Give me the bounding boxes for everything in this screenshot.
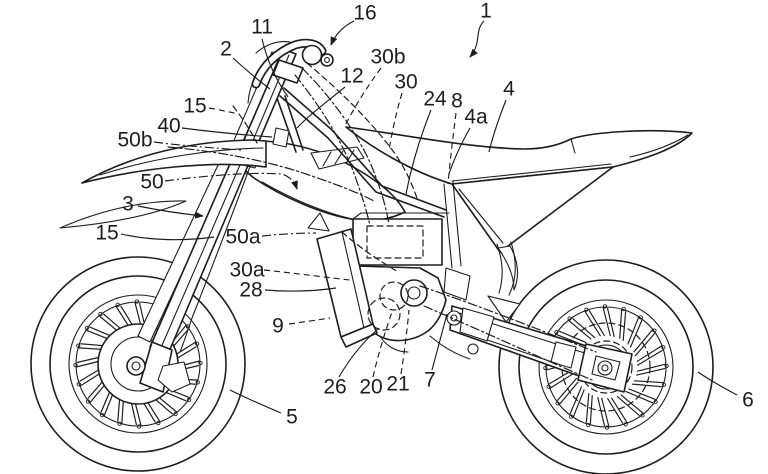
swingarm-pivot — [446, 310, 462, 326]
leader-16-1 — [330, 20, 355, 46]
leader-50a-17 — [261, 232, 317, 237]
front-sprocket — [400, 279, 428, 307]
leader-3-15 — [137, 205, 204, 219]
ref-label-4a-9: 4a — [464, 106, 488, 129]
leader-1-0 — [469, 20, 485, 58]
bodywork — [232, 126, 693, 291]
throttle-end — [320, 53, 334, 67]
leader-24-7 — [405, 109, 432, 195]
leader-lines — [120, 20, 738, 414]
grip-end — [301, 44, 323, 66]
leader-6-26 — [697, 371, 738, 396]
rear-brake-caliper — [550, 341, 577, 369]
leader-7-24 — [431, 313, 448, 371]
ref-label-16-1: 16 — [353, 2, 376, 25]
front-fender — [59, 139, 267, 229]
chain — [419, 285, 597, 381]
leader-20-22 — [372, 311, 393, 378]
ref-label-30-6: 30 — [394, 71, 417, 94]
ref-label-50a-17: 50a — [225, 226, 260, 249]
front-brake-caliper — [157, 361, 191, 393]
ref-label-2-3: 2 — [220, 38, 232, 61]
leader-2-3 — [232, 57, 271, 90]
leader-15-16 — [120, 233, 215, 241]
leader-21-23 — [400, 309, 410, 375]
ref-label-20-22: 20 — [359, 376, 382, 399]
handlebar — [251, 38, 334, 89]
ref-label-11-2: 11 — [251, 16, 273, 39]
brake-hose — [179, 163, 252, 353]
ref-label-21-23: 21 — [386, 373, 409, 396]
ref-label-26-21: 26 — [323, 376, 346, 399]
pivot-plate — [443, 267, 471, 301]
power-unit — [307, 212, 450, 348]
ref-label-15-16: 15 — [95, 222, 118, 245]
motor-unit — [355, 265, 495, 360]
ref-label-50b-13: 50b — [117, 129, 152, 152]
leader-4-10 — [488, 99, 507, 153]
leader-4a-9 — [448, 127, 471, 175]
ref-label-28-19: 28 — [239, 279, 262, 302]
ref-label-9-20: 9 — [272, 315, 284, 338]
ref-label-3-15: 3 — [122, 193, 134, 216]
ref-label-15-11: 15 — [183, 95, 206, 118]
ref-label-1-0: 1 — [480, 0, 492, 23]
leader-30b-5 — [345, 67, 382, 125]
front-fork — [126, 48, 304, 393]
conduits — [167, 62, 419, 273]
leader-11-2 — [261, 38, 289, 98]
case-bracket — [307, 212, 330, 232]
motor-hidden-circle — [379, 281, 409, 311]
fender-lower-blade — [59, 200, 187, 229]
ref-label-6-26: 6 — [742, 389, 754, 412]
ref-label-8-8: 8 — [451, 90, 463, 113]
side-panel — [451, 166, 614, 253]
ref-label-12-4: 12 — [340, 65, 363, 88]
fork-reflector — [272, 127, 290, 148]
rear-shock — [496, 243, 503, 294]
leader-30-6 — [388, 92, 403, 151]
seat-and-tail — [345, 126, 693, 185]
leader-5-25 — [229, 389, 282, 414]
brake-lever — [255, 41, 291, 54]
ref-label-7-24: 7 — [424, 369, 436, 392]
brake-pedal — [429, 335, 471, 360]
leader-30a-18 — [263, 269, 351, 281]
leader-26-21 — [338, 327, 380, 378]
ref-label-4-10: 4 — [503, 78, 515, 101]
battery-hidden-outline — [366, 225, 424, 259]
ref-label-30b-5: 30b — [370, 46, 405, 69]
ref-label-40-12: 40 — [157, 115, 180, 138]
leader-9-20 — [288, 317, 331, 325]
triple-clamp — [272, 59, 304, 84]
ref-label-5-25: 5 — [286, 406, 298, 429]
leader-12-4 — [296, 86, 346, 129]
footpeg-bracket — [459, 307, 495, 342]
ref-label-50-14: 50 — [140, 171, 163, 194]
ref-label-30a-18: 30a — [229, 259, 264, 282]
ref-label-24-7: 24 — [423, 88, 447, 111]
leader-50-14 — [164, 172, 298, 190]
leader-28-19 — [264, 287, 337, 292]
leader-8-8 — [447, 112, 457, 185]
leader-15-11 — [208, 107, 239, 115]
leader-40-12 — [181, 127, 273, 138]
frame — [276, 87, 521, 323]
